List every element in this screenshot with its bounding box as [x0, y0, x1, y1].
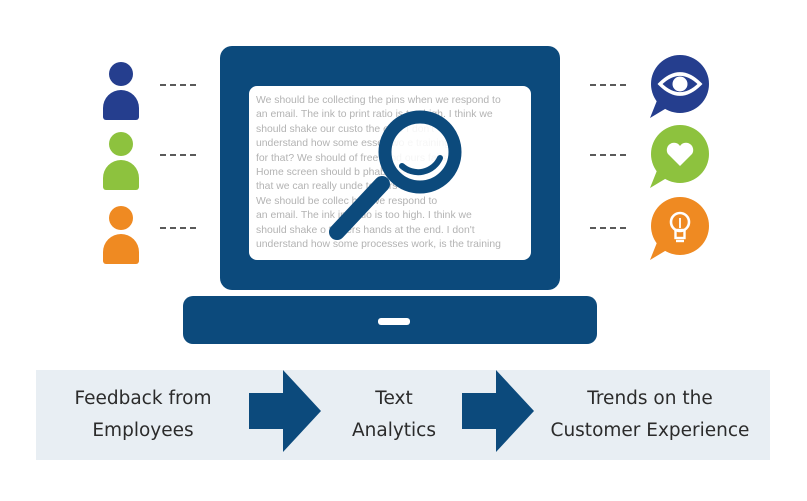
- feedback-line: understand how some esses wo e training: [256, 138, 451, 150]
- step-line: Employees: [92, 420, 194, 441]
- connector-left-1: [160, 84, 196, 86]
- person-body: [103, 90, 139, 120]
- heart-icon: [650, 125, 709, 188]
- person-body: [103, 160, 139, 190]
- feedback-line: We should be collecting the pins when we…: [256, 95, 501, 106]
- step-line: Customer Experience: [550, 420, 750, 441]
- feedback-line: an email. The ink to print ratio is too …: [256, 109, 493, 121]
- step-trends-on-customer-experience: Trends on the Customer Experience: [540, 383, 760, 447]
- feedback-line: should shake o tomers hands at the end. …: [256, 224, 475, 236]
- person-icon-blue: [103, 62, 139, 126]
- right-arrow-icon: [462, 370, 534, 452]
- feedback-line: should shake our custo the end. I don't: [256, 123, 435, 135]
- step-line: Text: [375, 388, 413, 409]
- feedback-line: that we can really unde tomers request: [256, 181, 436, 193]
- right-arrow-icon: [249, 370, 321, 452]
- connector-left-3: [160, 227, 196, 229]
- lightbulb-icon: [650, 197, 709, 260]
- connector-right-3: [590, 227, 626, 229]
- connector-right-2: [590, 154, 626, 156]
- magnifying-glass-icon: [329, 110, 462, 240]
- process-band: [36, 370, 770, 460]
- step-line: Analytics: [351, 420, 436, 441]
- person-icon-green: [103, 132, 139, 196]
- eye-icon: [650, 55, 709, 118]
- step-line: Feedback from: [74, 388, 212, 409]
- step-text-analytics: Text Analytics: [324, 383, 464, 447]
- connector-left-2: [160, 154, 196, 156]
- feedback-line: for that? We should of free prod ours fa…: [256, 152, 450, 164]
- feedback-text: We should be collecting the pins when we…: [256, 94, 526, 252]
- feedback-line: an email. The ink int ratio is too high.…: [256, 210, 472, 222]
- person-head: [109, 206, 133, 230]
- person-body: [103, 234, 139, 264]
- feedback-line: We should be collec hen we respond to: [256, 195, 438, 207]
- person-icon-orange: [103, 206, 139, 270]
- feedback-line: understand how some processes work, is t…: [256, 239, 501, 251]
- step-line: Trends on the: [587, 388, 713, 409]
- person-head: [109, 62, 133, 86]
- person-head: [109, 132, 133, 156]
- step-feedback-from-employees: Feedback from Employees: [52, 383, 234, 447]
- laptop-trackpad-notch: [378, 318, 410, 325]
- feedback-line: Home screen should b phabet so: [256, 167, 409, 179]
- connector-right-1: [590, 84, 626, 86]
